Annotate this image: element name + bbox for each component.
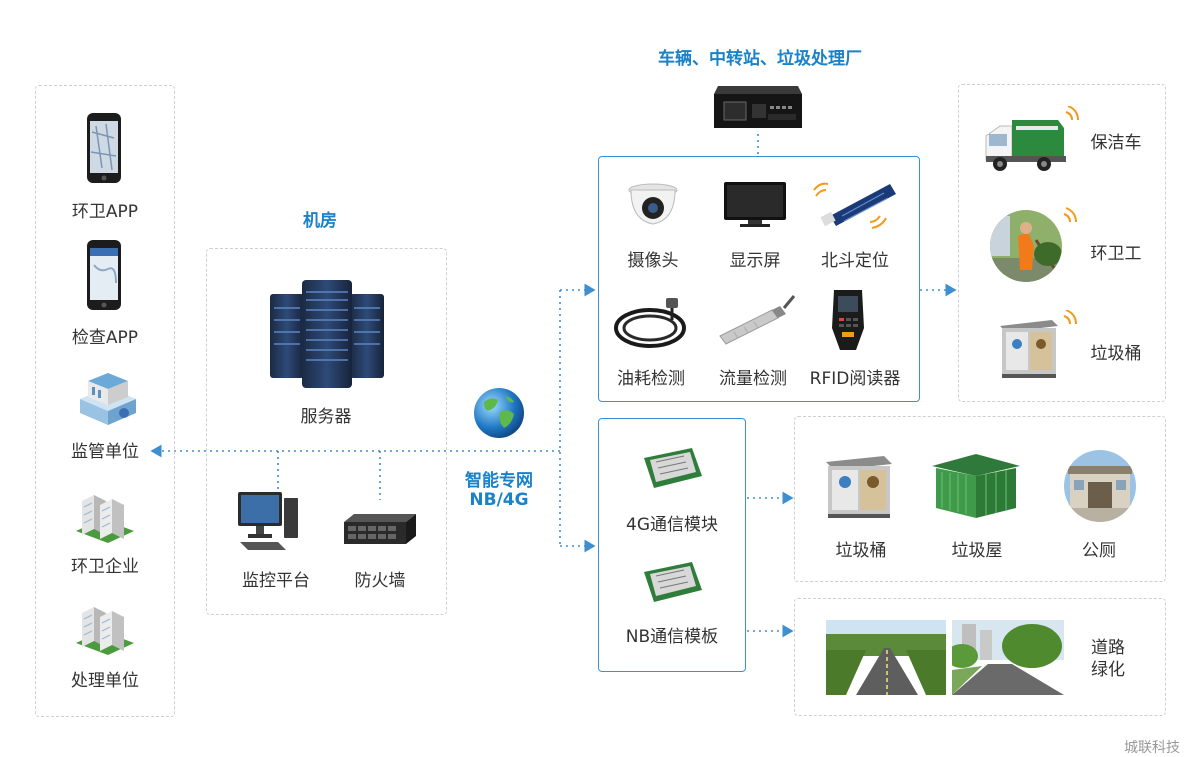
vehicle-section-title: 车辆、中转站、垃圾处理厂 [658,49,862,69]
trash-bin-icon [996,309,1082,382]
flow-sensor-icon [714,292,798,346]
sanitation-worker-icon [988,206,1080,282]
device-label: 摄像头 [627,251,679,271]
office-building-icon [72,485,138,547]
device-label: 油耗检测 [617,369,685,389]
server-room-title: 机房 [303,211,337,231]
left-item-label: 环卫APP [71,202,139,222]
firewall-label: 防火墙 [354,571,406,591]
facilities-panel [794,416,1166,582]
rfid-reader-icon [828,288,868,352]
display-screen-icon [722,180,788,228]
nb-module-label: NB通信模板 [625,627,719,647]
device-label: 显示屏 [729,251,781,271]
computer-monitor-icon [236,490,314,552]
public-toilet-icon [1062,448,1138,524]
greening-label: 绿化 [1091,660,1125,680]
phone-app-icon [86,112,122,184]
device-label: RFID阅读器 [809,369,901,389]
left-item-label: 环卫企业 [71,557,139,577]
globe-icon [472,386,526,440]
left-item-label: 处理单位 [71,671,139,691]
field-asset-label: 保洁车 [1090,133,1142,153]
oil-sensor-icon [612,294,692,350]
4g-module-chip-icon [640,446,704,492]
watermark: 城联科技 [1124,740,1180,756]
camera-icon [626,180,680,228]
government-building-icon [74,365,140,427]
garbage-house-icon [930,452,1022,522]
facility-label: 公厕 [1082,541,1116,561]
left-item-label: 监管单位 [71,442,139,462]
device-label: 北斗定位 [821,251,889,271]
field-asset-label: 环卫工 [1090,244,1142,264]
trash-bin-icon [820,448,900,522]
monitor-platform-label: 监控平台 [242,571,310,591]
road-photo-icon [826,620,946,695]
phone-app-icon [86,239,122,311]
server-room-panel [206,248,447,615]
satellite-positioning-icon [812,176,898,230]
cleaning-truck-icon [982,105,1080,174]
network-label: 智能专网 [465,471,533,491]
server-rack-icon [268,278,386,390]
office-building-icon [72,597,138,659]
network-protocol-label: NB/4G [469,490,529,510]
firewall-device-icon [342,512,418,546]
left-panel [35,85,175,717]
roads-label: 道路 [1091,638,1125,658]
vehicle-recorder-icon [712,80,804,132]
left-item-label: 检查APP [71,328,139,348]
device-label: 流量检测 [719,369,787,389]
facility-label: 垃圾桶 [835,541,887,561]
roads-panel [794,598,1166,716]
facility-label: 垃圾屋 [951,541,1003,561]
field-asset-label: 垃圾桶 [1090,344,1142,364]
field-assets-panel [958,84,1166,402]
server-label: 服务器 [300,407,352,427]
greenway-photo-icon [946,620,1064,695]
4g-module-label: 4G通信模块 [626,515,718,535]
nb-module-chip-icon [640,560,704,606]
